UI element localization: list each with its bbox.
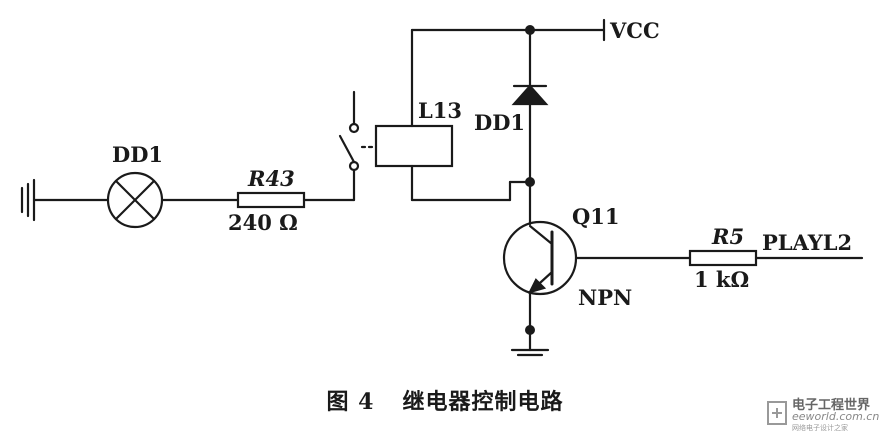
- watermark-line3: 网络电子设计之家: [792, 424, 848, 432]
- playl2-signal-label: PLAYL2: [762, 230, 852, 255]
- q11-label: Q11: [572, 204, 620, 229]
- transistor-q11-symbol: [502, 220, 692, 352]
- resistor-r43-symbol: [236, 191, 356, 209]
- eeworld-logo-icon: [767, 401, 787, 425]
- watermark-line1: 电子工程世界: [792, 398, 871, 413]
- relay-switch-contacts: [338, 90, 378, 202]
- lamp-dd1-label: DD1: [112, 142, 163, 167]
- r43-name-label: R43: [247, 166, 295, 191]
- r5-name-label: R5: [711, 224, 744, 249]
- vcc-label: VCC: [609, 18, 660, 43]
- eeworld-watermark: 电子工程世界 eeworld.com.cn 网络电子设计之家: [762, 394, 890, 434]
- ground-bottom-symbol: [510, 348, 550, 357]
- npn-label: NPN: [578, 285, 632, 310]
- r43-value-label: 240 Ω: [228, 210, 298, 235]
- ground-left-symbol: [20, 178, 110, 222]
- figure-caption: 图 4 继电器控制电路: [0, 384, 890, 416]
- figure-number: 图 4: [326, 389, 375, 415]
- vcc-rail: [528, 18, 606, 42]
- watermark-line2: eeworld.com.cn: [792, 410, 880, 423]
- relay-coil-l13-symbol: [374, 28, 532, 202]
- relay-control-circuit-diagram: VCC L13 DD1 DD1 R43 240 Ω Q11 NPN R5 1 k…: [20, 18, 864, 357]
- relay-l13-label: L13: [418, 98, 462, 123]
- r5-value-label: 1 kΩ: [694, 267, 749, 292]
- resistor-r5-symbol: [688, 249, 864, 267]
- junction-dots: [525, 25, 535, 335]
- diode-dd1-symbol: [511, 28, 549, 226]
- diode-dd1-label: DD1: [474, 110, 525, 135]
- figure-title: 继电器控制电路: [402, 389, 564, 415]
- lamp-dd1-symbol: [106, 171, 240, 229]
